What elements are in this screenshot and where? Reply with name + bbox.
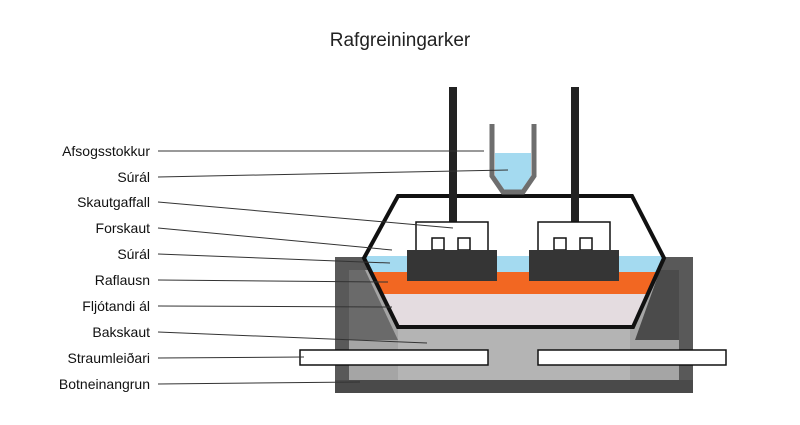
collector-bar-left (299, 349, 489, 366)
label-alumina-feed: Súrál (117, 169, 150, 185)
leader-lines (157, 150, 509, 385)
label-cathode: Bakskaut (92, 324, 150, 340)
bottom-insulation (335, 380, 693, 393)
collector-bar-right (537, 349, 727, 366)
anode-stub (457, 237, 471, 251)
label-anode-rod: Skautgaffall (77, 194, 150, 210)
label-anode: Forskaut (95, 220, 150, 236)
anode-stub (579, 237, 593, 251)
label-exhaust-duct: Afsogsstokkur (62, 143, 150, 159)
anode-block-left (407, 250, 497, 281)
anode-rod-left (449, 87, 457, 223)
anode-block-right (529, 250, 619, 281)
cathode-center (398, 327, 630, 380)
anode-stub (431, 237, 445, 251)
anode-rod-right (571, 87, 579, 223)
anode-stub (553, 237, 567, 251)
cell-hood-outline (361, 194, 667, 329)
label-alumina-crust: Súrál (117, 246, 150, 262)
label-electrolyte: Raflausn (94, 272, 150, 288)
shell-side-right (635, 270, 679, 340)
label-collector-bar: Straumleiðari (67, 350, 150, 366)
molten-aluminium-layer (381, 294, 647, 327)
diagram-title: Rafgreiningarker (329, 30, 471, 51)
alumina-in-hopper (495, 153, 531, 192)
alumina-feeder-hopper (489, 124, 537, 195)
label-bottom-insulation: Botneinangrun (58, 376, 150, 392)
label-molten-aluminium: Fljótandi ál (82, 298, 150, 314)
shell-side-left (349, 270, 398, 340)
